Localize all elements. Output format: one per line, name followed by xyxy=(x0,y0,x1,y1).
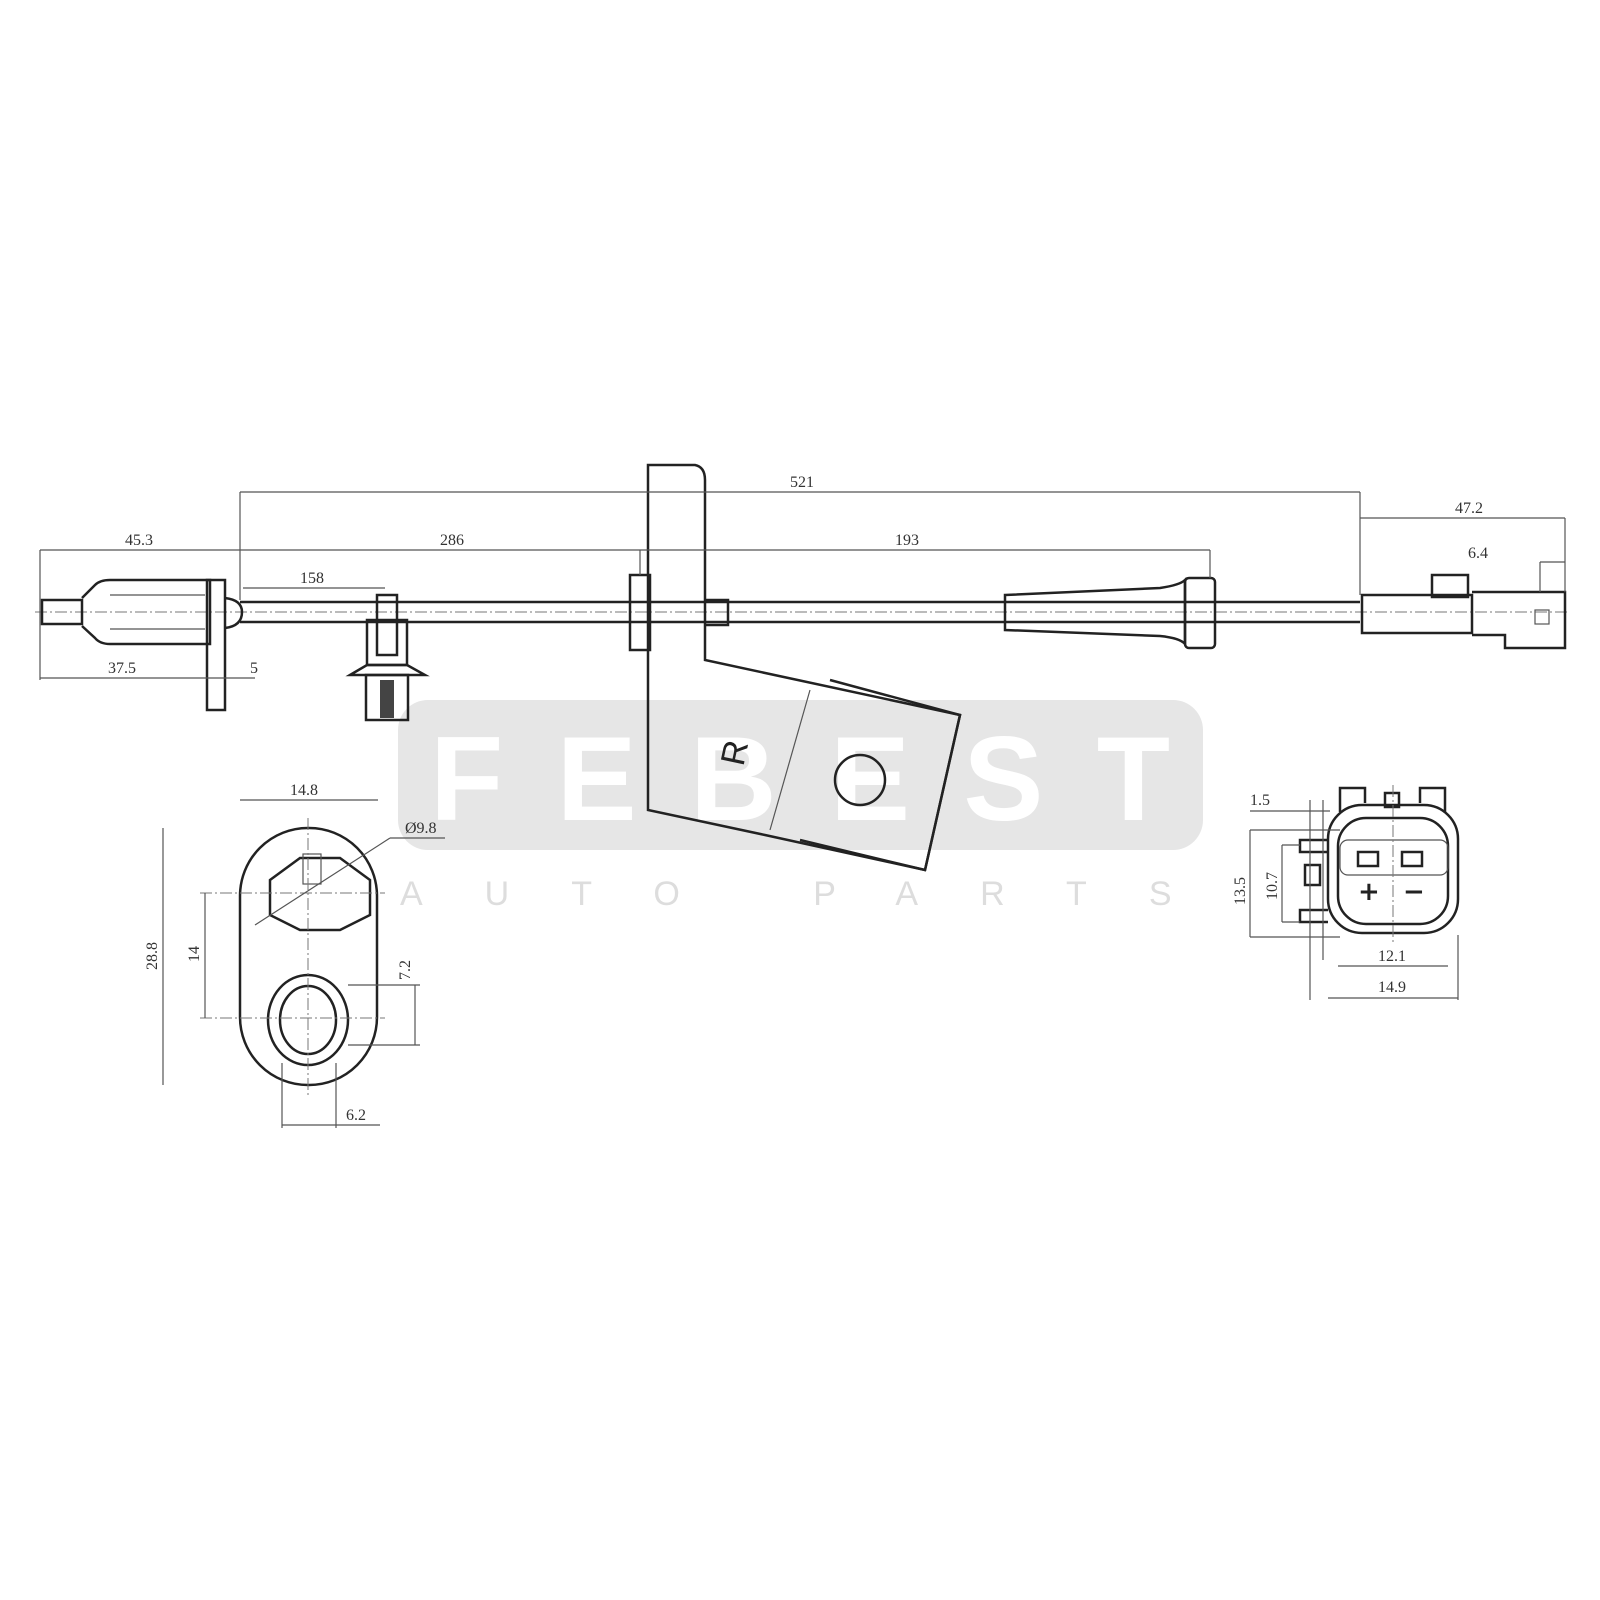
dim-offset: 1.5 xyxy=(1250,792,1270,809)
cable xyxy=(240,600,1360,624)
watermark-tagline: AUTO PARTS xyxy=(400,875,1234,913)
dim-inner-height: 10.7 xyxy=(1264,872,1281,900)
dim-bracket-grommet: 193 xyxy=(895,532,919,549)
connector-side xyxy=(1360,573,1567,650)
flange-view: 14.8 Ø9.8 28.8 14 7.2 6.2 xyxy=(144,782,445,1128)
dim-inner-width: 12.1 xyxy=(1378,948,1406,965)
dim-flange-width: 14.8 xyxy=(290,782,318,799)
dim-to-bracket: 286 xyxy=(440,532,464,549)
dim-outer-width: 14.9 xyxy=(1378,979,1406,996)
pin-minus: − xyxy=(1403,877,1425,907)
side-dimensions: 521 45.3 286 158 193 47.2 6.4 37.5 5 xyxy=(39,474,1566,680)
dim-connector: 47.2 xyxy=(1455,500,1483,517)
dim-flange: 5 xyxy=(250,660,258,677)
dim-connector-tab: 6.4 xyxy=(1468,545,1488,562)
watermark: FEBEST AUTO PARTS xyxy=(398,700,1234,913)
dim-to-clip: 158 xyxy=(300,570,324,587)
dim-overall: 521 xyxy=(790,474,814,491)
grommet xyxy=(1003,576,1217,650)
connector-front-view: + − 1.5 13.5 10.7 12.1 14.9 xyxy=(1232,785,1460,1000)
dim-hole-size: 7.2 xyxy=(397,960,414,980)
pin-plus: + xyxy=(1358,877,1380,907)
dim-head-length: 37.5 xyxy=(108,660,136,677)
dim-diameter: Ø9.8 xyxy=(405,820,437,837)
cable-clip xyxy=(345,593,430,722)
dim-flange-height: 28.8 xyxy=(144,942,161,970)
sensor-head xyxy=(40,578,244,712)
dim-outer-height: 13.5 xyxy=(1232,877,1249,905)
dim-hole-width: 6.2 xyxy=(346,1107,366,1124)
dim-left-end: 45.3 xyxy=(125,532,153,549)
mounting-bracket: R xyxy=(628,463,962,872)
dim-hole-spacing: 14 xyxy=(186,946,203,962)
